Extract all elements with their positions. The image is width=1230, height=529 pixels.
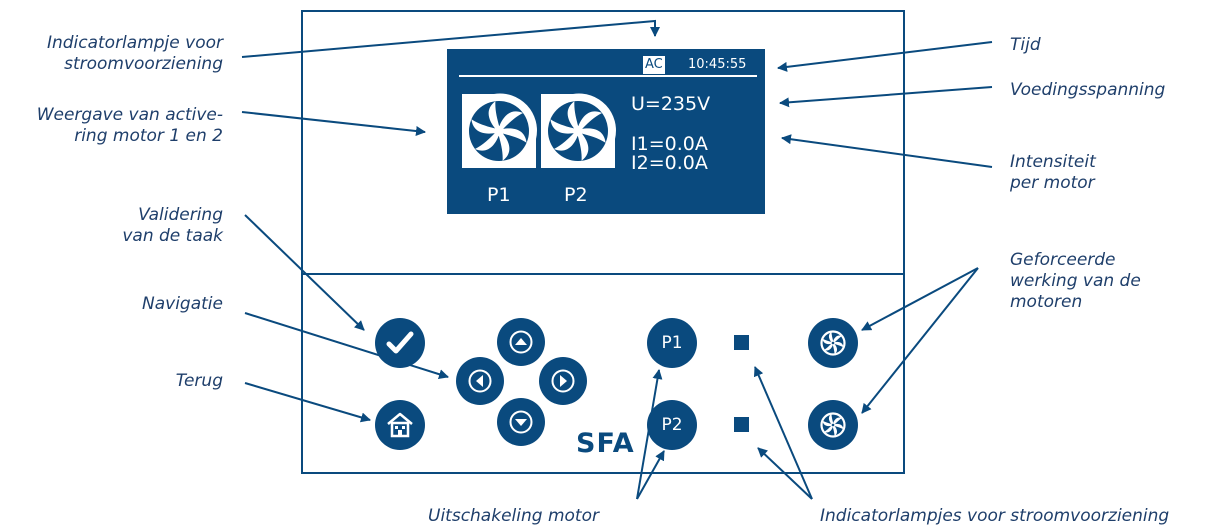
arrow-intensity	[781, 134, 993, 168]
nav-left-button[interactable]	[456, 357, 504, 405]
home-icon	[387, 412, 413, 438]
power-lamp-1	[734, 335, 749, 350]
label-line: per motor	[1010, 173, 1095, 193]
label-line: Validering	[138, 205, 223, 225]
arrow-forced-2	[861, 267, 979, 414]
label-line: motoren	[1010, 292, 1083, 312]
ac-indicator	[643, 56, 665, 74]
label-time: Tijd	[1010, 35, 1041, 55]
arrow-validation	[244, 214, 365, 331]
panel-divider	[301, 273, 905, 275]
fan-icon	[820, 330, 846, 356]
label-line: Indicatorlampje voor	[46, 33, 223, 53]
voltage-readout: U=235V	[631, 93, 711, 115]
right-arrow-icon	[551, 369, 575, 393]
down-arrow-icon	[509, 410, 533, 434]
fan-icon	[820, 412, 846, 438]
check-icon	[386, 331, 414, 354]
label-power-lamps: Indicatorlampjes voor stroomvoorziening	[820, 506, 1170, 526]
label-validation: Validering van de taak	[122, 205, 223, 247]
label-back: Terug	[175, 371, 223, 391]
control-panel-outline	[301, 10, 905, 474]
screen-p2-label: P2	[564, 184, 588, 206]
nav-down-button[interactable]	[497, 398, 545, 446]
motor-2-off-button[interactable]: P2	[647, 400, 697, 450]
label-power-indicator: Indicatorlampje voor stroomvoorziening	[47, 33, 223, 75]
up-arrow-icon	[509, 330, 533, 354]
motor-1-off-button[interactable]: P1	[647, 318, 697, 368]
current-2-readout: I2=0.0A	[631, 152, 708, 174]
label-navigation: Navigatie	[142, 294, 223, 314]
power-lamp-2	[734, 417, 749, 432]
nav-up-button[interactable]	[497, 318, 545, 366]
label-line: ring motor 1 en 2	[74, 126, 223, 146]
arrow-motor-display	[241, 111, 426, 136]
fan-icon	[462, 93, 537, 168]
label-line: Intensiteit	[1010, 152, 1096, 172]
arrow-power-lamp-1	[753, 366, 813, 500]
fan-icon	[541, 93, 616, 168]
label-line: werking van de	[1010, 271, 1141, 291]
screen-top-line	[459, 75, 757, 77]
forced-motor-1-button[interactable]	[808, 318, 858, 368]
clock-display: 10:45:55	[688, 57, 747, 72]
arrow-power-indicator	[241, 19, 660, 58]
back-button[interactable]	[375, 400, 425, 450]
left-arrow-icon	[468, 369, 492, 393]
arrow-motor-off-2	[636, 450, 665, 500]
brand-logo: SFA	[576, 428, 635, 459]
label-line: van de taak	[122, 226, 223, 246]
arrow-forced-1	[861, 267, 979, 331]
label-line: stroomvoorziening	[64, 54, 223, 74]
ac-label: AC	[645, 57, 663, 72]
current-1-readout: I1=0.0A	[631, 133, 708, 155]
arrow-navigation	[244, 312, 449, 380]
arrow-power-lamp-2	[757, 447, 813, 500]
label-intensity: Intensiteit per motor	[1010, 152, 1096, 194]
arrow-back	[244, 382, 371, 423]
nav-right-button[interactable]	[539, 357, 587, 405]
label-voltage: Voedingsspanning	[1010, 80, 1166, 100]
arrow-voltage	[779, 86, 993, 108]
screen-p1-label: P1	[487, 184, 511, 206]
validate-button[interactable]	[375, 318, 425, 368]
label-motor-off: Uitschakeling motor	[428, 506, 599, 526]
arrow-motor-off-1	[636, 369, 663, 500]
label-forced-operation: Geforceerde werking van de motoren	[1010, 250, 1141, 313]
label-line: Weergave van active-	[36, 105, 223, 125]
arrow-time	[777, 41, 993, 72]
label-line: Geforceerde	[1010, 250, 1116, 270]
label-motor-display: Weergave van active- ring motor 1 en 2	[37, 105, 223, 147]
forced-motor-2-button[interactable]	[808, 400, 858, 450]
